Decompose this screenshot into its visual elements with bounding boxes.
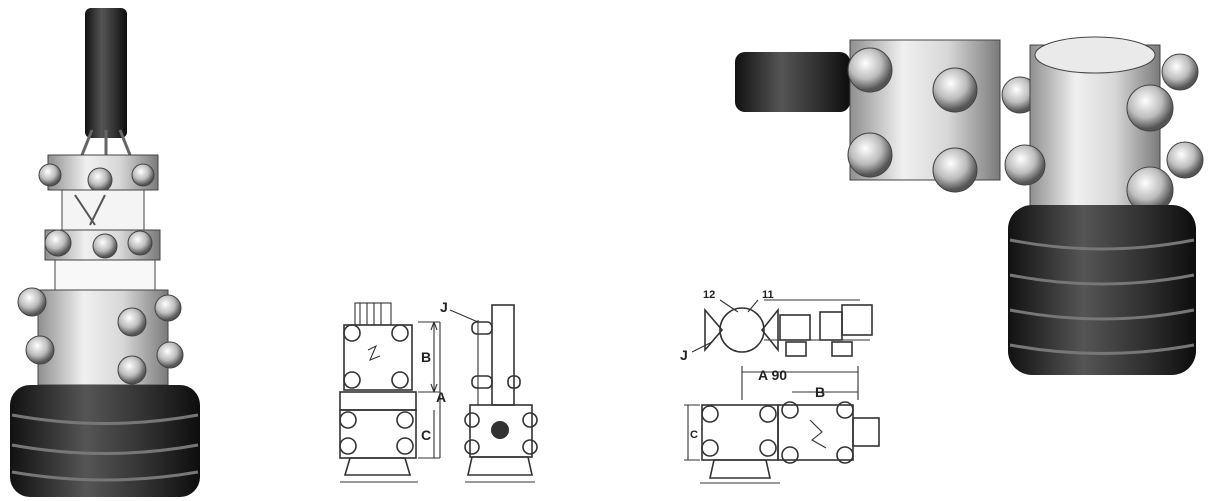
upper-housing — [343, 324, 413, 391]
bolt — [131, 163, 155, 187]
bolt — [1161, 53, 1199, 91]
cable — [85, 8, 127, 138]
bolt — [127, 230, 153, 256]
bolt — [17, 287, 47, 317]
bolt — [44, 229, 72, 257]
bolt — [932, 67, 978, 113]
bolt — [117, 355, 147, 385]
side-fitting — [491, 421, 509, 439]
side-housing — [491, 304, 515, 406]
bolt — [1126, 84, 1174, 132]
label-dim1: 12 — [703, 289, 715, 301]
label-b: B — [815, 384, 825, 400]
bolt — [92, 233, 118, 259]
housing-body — [37, 289, 169, 386]
bolt — [38, 163, 62, 187]
bolt — [1004, 144, 1046, 186]
insulator-base — [10, 385, 200, 497]
label-a: A — [436, 389, 446, 405]
label-dim2: 11 — [762, 289, 774, 301]
horizontal-cable-entry — [852, 417, 880, 447]
base — [343, 457, 412, 476]
front-housing — [701, 404, 779, 461]
bolt — [156, 341, 184, 369]
drawing-vertical-dimensions: B A C J — [339, 299, 538, 483]
bolt — [117, 307, 147, 337]
cable — [735, 52, 850, 112]
housing-top — [54, 259, 156, 291]
insulator-ridges — [1009, 238, 1195, 355]
label-b: B — [421, 349, 431, 365]
bolt — [154, 294, 182, 322]
cage — [61, 189, 145, 231]
label-j: J — [440, 299, 448, 315]
housing-top — [1034, 36, 1156, 74]
lower-housing — [339, 409, 417, 459]
bolt — [847, 47, 893, 93]
cage-wire — [74, 194, 106, 226]
top-flange-circle — [719, 307, 765, 353]
label-j: J — [680, 347, 688, 363]
bolt — [1166, 141, 1204, 179]
bolt — [932, 147, 978, 193]
insulator-ridges — [11, 413, 199, 482]
bolt — [25, 335, 55, 365]
label-c: C — [690, 429, 698, 441]
bolt — [847, 132, 893, 178]
label-a: A 90 — [758, 367, 787, 383]
bolt — [87, 167, 113, 193]
horizontal-cable-housing — [777, 404, 854, 461]
label-c: C — [421, 427, 431, 443]
photo-vertical-assembly — [10, 8, 200, 497]
photo-horizontal-assembly — [735, 36, 1204, 375]
drawing-horizontal-dimensions: 12 11 J A 90 B C — [680, 289, 880, 484]
